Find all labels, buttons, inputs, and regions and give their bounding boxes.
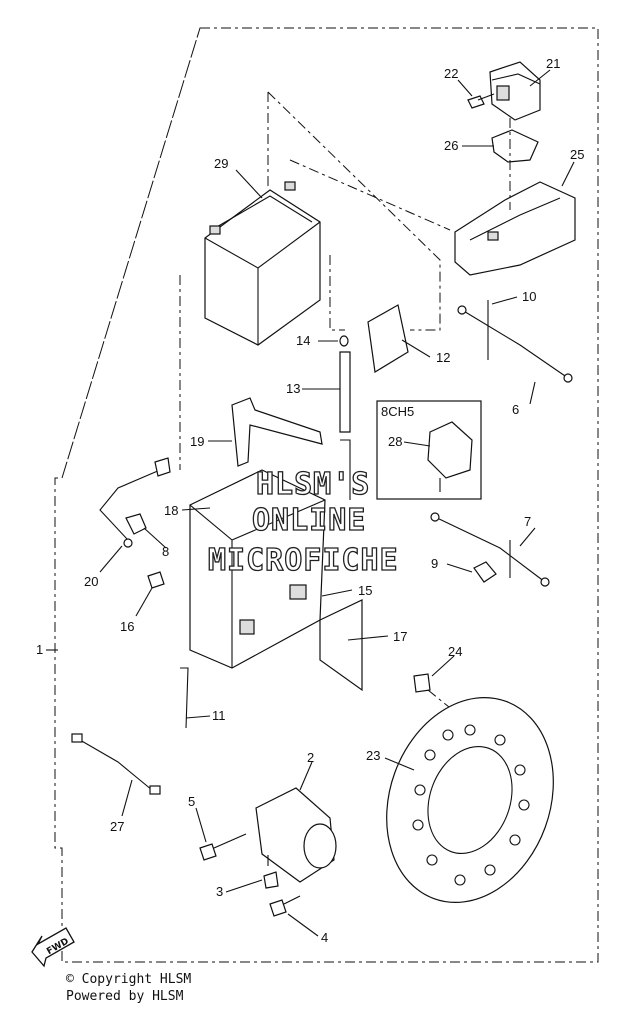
label-28: 28	[388, 434, 402, 449]
copyright-text: © Copyright HLSM	[66, 972, 192, 987]
label-16: 16	[120, 619, 134, 634]
relay-cover	[454, 181, 576, 276]
label-23: 23	[366, 748, 380, 763]
relay-bracket	[491, 129, 539, 163]
battery-box	[189, 469, 326, 669]
powered-by-text: Powered by HLSM	[66, 989, 184, 1004]
label-5: 5	[188, 794, 195, 809]
label-22: 22	[444, 66, 458, 81]
bolt-24	[413, 673, 431, 693]
label-7: 7	[524, 514, 531, 529]
label-11: 11	[212, 708, 226, 723]
battery	[204, 181, 321, 346]
clamp-9	[473, 561, 497, 583]
bolt-5	[199, 833, 247, 861]
battery-pad	[367, 304, 409, 373]
label-10: 10	[522, 289, 536, 304]
label-12: 12	[436, 350, 450, 365]
label-13: 13	[286, 381, 300, 396]
battery-cable	[457, 300, 573, 383]
label-14: 14	[296, 333, 310, 348]
label-6: 6	[512, 402, 519, 417]
label-18: 18	[164, 503, 178, 518]
fwd-arrow-icon: FWD	[31, 927, 75, 968]
starter-motor	[255, 787, 337, 883]
label-1: 1	[36, 642, 43, 657]
o-ring-3	[263, 871, 279, 889]
watermark-line-1: HLSM'S	[256, 467, 370, 502]
label-2: 2	[307, 750, 314, 765]
label-9: 9	[431, 556, 438, 571]
label-25: 25	[570, 147, 584, 162]
watermark-line-2: ONLINE	[252, 503, 366, 538]
starter-relay	[489, 61, 541, 121]
inset-box-8ch5	[376, 400, 482, 500]
bolt-22	[467, 93, 495, 109]
plate	[319, 599, 363, 692]
label-4: 4	[321, 930, 328, 945]
label-3: 3	[216, 884, 223, 899]
watermark-line-3: MICROFICHE	[208, 543, 399, 578]
sprocket-disc	[386, 697, 554, 903]
label-8: 8	[162, 544, 169, 559]
label-27: 27	[110, 819, 124, 834]
grommet-8	[125, 513, 147, 535]
label-29: 29	[214, 156, 228, 171]
lead-wire	[99, 457, 171, 548]
battery-band	[231, 397, 323, 467]
label-17: 17	[393, 629, 407, 644]
label-15: 15	[358, 583, 372, 598]
breather-hose	[339, 351, 351, 433]
label-26: 26	[444, 138, 458, 153]
cable-7	[430, 512, 550, 587]
clamp	[339, 335, 349, 347]
label-24: 24	[448, 644, 462, 659]
lead-27	[71, 733, 161, 795]
leader-lines	[46, 69, 575, 937]
label-21: 21	[546, 56, 560, 71]
label-20: 20	[84, 574, 98, 589]
bolt-4	[269, 895, 301, 917]
band-11	[180, 667, 189, 729]
assembly-boundary	[54, 27, 599, 963]
label-19: 19	[190, 434, 204, 449]
bolt-16	[147, 571, 165, 589]
inset-box-title: 8CH5	[381, 404, 414, 419]
